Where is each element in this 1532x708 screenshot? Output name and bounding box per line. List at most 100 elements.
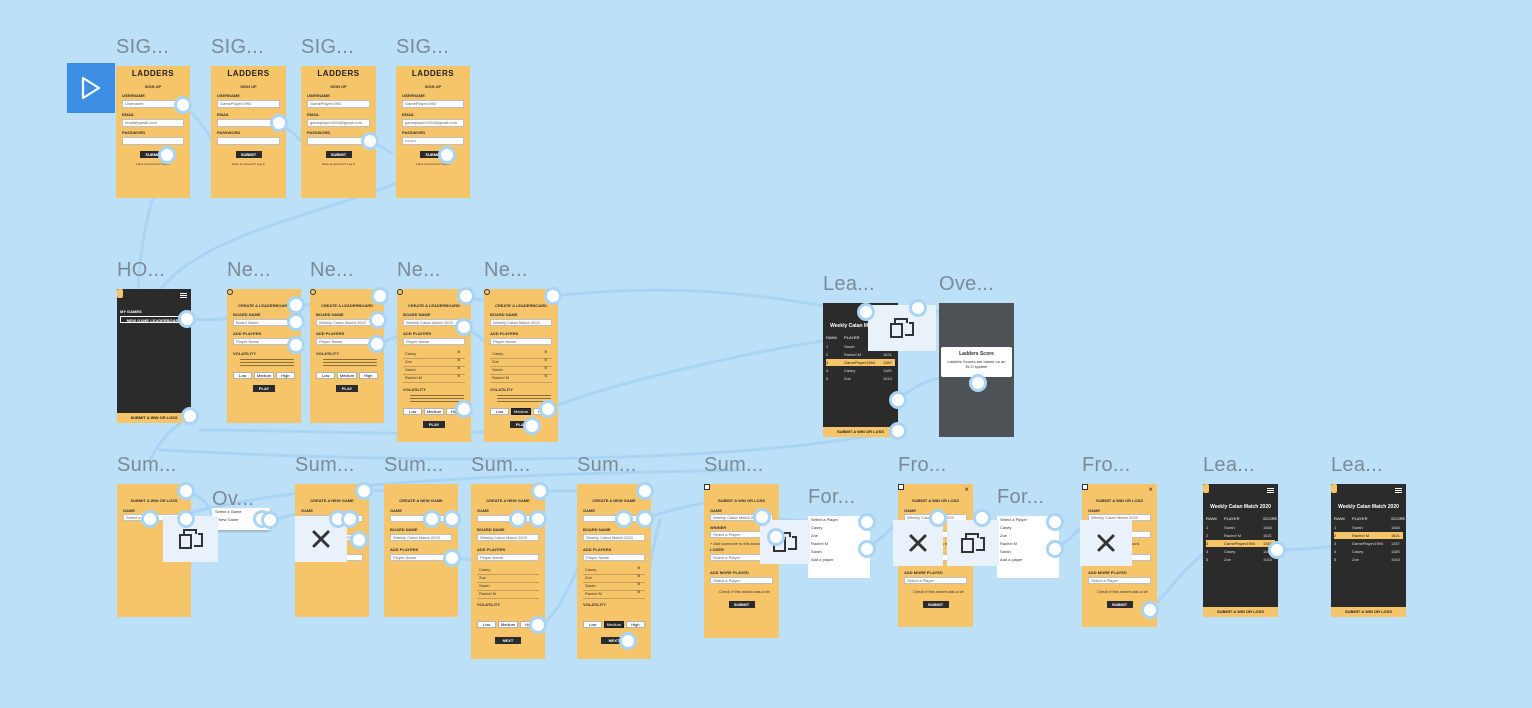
connector-handle[interactable] xyxy=(1141,601,1159,619)
volatility-low-button[interactable]: Low xyxy=(490,408,510,415)
submit-button[interactable]: SUBMIT xyxy=(922,601,949,608)
connector-handle[interactable] xyxy=(969,374,987,392)
next-button[interactable]: NEXT xyxy=(495,637,521,644)
volatility-high-button[interactable]: High xyxy=(625,621,645,628)
board-name-field[interactable]: Weekly Catan Match 2020 xyxy=(390,534,452,541)
connector-handle[interactable] xyxy=(443,549,461,567)
submit-result-bar[interactable]: SUBMIT A WIN OR LOSS xyxy=(117,413,191,423)
submit-result-bar[interactable]: SUBMIT A WIN OR LOSS xyxy=(1331,607,1406,617)
connector-handle[interactable] xyxy=(177,482,195,500)
dropdown-option[interactable]: Sarah xyxy=(1000,549,1011,554)
connector-handle[interactable] xyxy=(423,510,441,528)
player-name-field[interactable]: Player Name xyxy=(477,554,539,561)
connector-handle[interactable] xyxy=(158,146,176,164)
login-link[interactable]: Have an account? Log in xyxy=(136,162,170,166)
dropdown-option[interactable]: Zoe xyxy=(1000,533,1007,538)
play-button[interactable]: PLAY xyxy=(423,421,445,428)
player-name-field[interactable]: Player Name xyxy=(233,338,295,345)
remove-x-icon[interactable]: × xyxy=(637,574,641,580)
connector-handle[interactable] xyxy=(523,417,541,435)
component-icon[interactable] xyxy=(947,520,999,566)
player-name-field[interactable]: Player Name xyxy=(583,554,645,561)
add-more-select[interactable]: Select a Player xyxy=(904,577,967,584)
connector-handle[interactable] xyxy=(858,513,876,531)
remove-x-icon[interactable]: × xyxy=(637,566,641,572)
dropdown-option[interactable]: Sarah xyxy=(811,549,822,554)
close-icon[interactable]: × xyxy=(964,485,969,494)
dropdown-option[interactable]: Select a Player xyxy=(811,517,838,522)
player-name-field[interactable]: Player Name xyxy=(490,338,552,345)
tie-checkbox[interactable] xyxy=(1082,484,1088,490)
username-field[interactable]: GamePlayer1994 xyxy=(402,100,464,108)
hamburger-menu-icon[interactable] xyxy=(180,293,187,298)
remove-x-icon[interactable]: × xyxy=(457,374,461,380)
volatility-low-button[interactable]: Low xyxy=(316,372,336,379)
submit-button[interactable]: SUBMIT xyxy=(140,151,166,158)
connector-handle[interactable] xyxy=(438,146,456,164)
submit-button[interactable]: SUBMIT xyxy=(1106,601,1133,608)
component-icon[interactable] xyxy=(163,516,218,562)
dropdown-option[interactable]: Add a player xyxy=(811,557,834,562)
connector-handle[interactable] xyxy=(857,303,875,321)
connector-handle[interactable] xyxy=(1046,513,1064,531)
connector-handle[interactable] xyxy=(270,114,288,132)
tie-checkbox[interactable] xyxy=(898,484,904,490)
remove-x-icon[interactable]: × xyxy=(457,366,461,372)
dropdown-option[interactable]: Zoe xyxy=(811,533,818,538)
volatility-medium-button[interactable]: Medium xyxy=(498,621,518,628)
volatility-low-button[interactable]: Low xyxy=(233,372,253,379)
volatility-high-button[interactable]: High xyxy=(275,372,295,379)
submit-result-bar[interactable]: SUBMIT A WIN OR LOSS xyxy=(823,427,898,437)
volatility-medium-button[interactable]: Medium xyxy=(337,372,357,379)
volatility-medium-button[interactable]: Medium xyxy=(424,408,444,415)
connector-handle[interactable] xyxy=(929,509,947,527)
volatility-low-button[interactable]: Low xyxy=(583,621,603,628)
connector-handle[interactable] xyxy=(767,528,785,546)
connector-handle[interactable] xyxy=(443,510,461,528)
password-field[interactable] xyxy=(122,137,184,145)
username-field[interactable]: GamePlayer1994 xyxy=(217,100,280,108)
submit-button[interactable]: SUBMIT xyxy=(325,151,352,158)
volatility-medium-button[interactable]: Medium xyxy=(604,621,624,628)
connector-handle[interactable] xyxy=(531,482,549,500)
hamburger-menu-icon[interactable] xyxy=(1395,488,1402,493)
connector-handle[interactable] xyxy=(177,510,195,528)
next-button[interactable]: NEXT xyxy=(601,637,627,644)
login-link[interactable]: Have an account? Log in xyxy=(231,162,266,166)
connector-handle[interactable] xyxy=(455,318,473,336)
connector-handle[interactable] xyxy=(287,336,305,354)
connector-handle[interactable] xyxy=(355,482,373,500)
connector-handle[interactable] xyxy=(350,531,368,549)
connector-handle[interactable] xyxy=(455,400,473,418)
connector-handle[interactable] xyxy=(544,287,562,305)
close-icon[interactable]: × xyxy=(1148,485,1153,494)
play-button[interactable]: PLAY xyxy=(336,385,358,392)
prototype-start-button[interactable] xyxy=(67,63,115,113)
connector-handle[interactable] xyxy=(509,510,527,528)
connector-handle[interactable] xyxy=(361,132,379,150)
dropdown-option[interactable]: Rachel M xyxy=(1000,541,1017,546)
volatility-low-button[interactable]: Low xyxy=(403,408,423,415)
connector-handle[interactable] xyxy=(636,482,654,500)
add-someone-link[interactable]: + Add someone to this board xyxy=(710,541,762,546)
tie-checkbox[interactable] xyxy=(704,484,710,490)
connector-handle[interactable] xyxy=(287,313,305,331)
submit-button[interactable]: SUBMIT xyxy=(728,601,755,608)
remove-x-icon[interactable]: × xyxy=(544,374,548,380)
board-name-field[interactable]: Weekly Catan Match 2020 xyxy=(583,534,645,541)
connector-handle[interactable] xyxy=(368,335,386,353)
remove-x-icon[interactable]: × xyxy=(457,350,461,356)
